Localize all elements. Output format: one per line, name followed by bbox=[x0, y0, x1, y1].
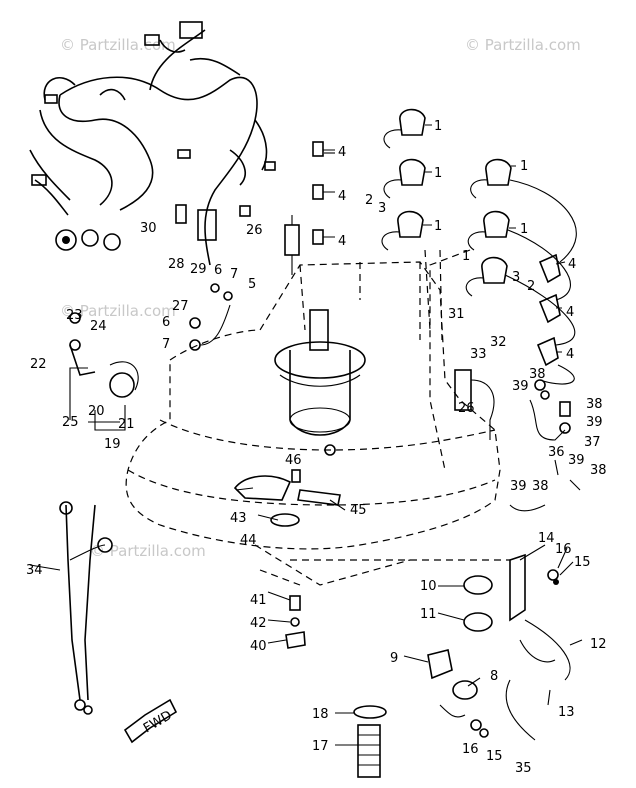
callout-30: 30 bbox=[140, 221, 157, 236]
wire-harness bbox=[29, 21, 276, 266]
callout-24: 24 bbox=[90, 319, 107, 334]
callout-22: 22 bbox=[30, 357, 47, 372]
watermark: © Partzilla.com bbox=[465, 36, 581, 54]
magneto-assembly bbox=[274, 309, 366, 436]
callout-1: 1 bbox=[434, 219, 442, 234]
callout-27: 27 bbox=[172, 299, 189, 314]
callout-39: 39 bbox=[512, 379, 529, 394]
callout-1: 1 bbox=[520, 159, 528, 174]
callout-1: 1 bbox=[434, 119, 442, 134]
cdi-unit bbox=[284, 215, 495, 440]
callout-15: 15 bbox=[486, 749, 503, 764]
stop-switch bbox=[69, 312, 139, 431]
coil bbox=[467, 210, 510, 251]
watermark: © Partzilla.com bbox=[60, 36, 176, 54]
callout-14: 14 bbox=[538, 531, 555, 546]
callout-39: 39 bbox=[510, 479, 527, 494]
callout-44: 44 bbox=[240, 533, 257, 548]
callout-4: 4 bbox=[338, 189, 346, 204]
callout-1: 1 bbox=[434, 166, 442, 181]
spiral-tube bbox=[353, 705, 387, 778]
leader-lines bbox=[29, 124, 583, 746]
electrical-bracket bbox=[290, 553, 571, 741]
callout-42: 42 bbox=[250, 616, 267, 631]
plug-caps bbox=[312, 141, 335, 245]
callout-23: 23 bbox=[66, 308, 83, 323]
callout-39: 39 bbox=[568, 453, 585, 468]
coil bbox=[470, 158, 512, 199]
callout-10: 10 bbox=[420, 579, 437, 594]
callout-6: 6 bbox=[214, 263, 222, 278]
callout-12: 12 bbox=[590, 637, 607, 652]
callout-4: 4 bbox=[338, 145, 346, 160]
coil bbox=[381, 210, 424, 251]
callout-33: 33 bbox=[470, 347, 487, 362]
callout-29: 29 bbox=[190, 262, 207, 277]
callout-9: 9 bbox=[390, 651, 398, 666]
callout-38: 38 bbox=[529, 367, 546, 382]
watermark: © Partzilla.com bbox=[90, 542, 206, 560]
callout-13: 13 bbox=[558, 705, 575, 720]
callout-16: 16 bbox=[555, 542, 572, 557]
callout-15: 15 bbox=[574, 555, 591, 570]
callout-4: 4 bbox=[568, 257, 576, 272]
callout-4: 4 bbox=[566, 347, 574, 362]
callout-4: 4 bbox=[566, 305, 574, 320]
callout-11: 11 bbox=[420, 607, 437, 622]
callout-39: 39 bbox=[586, 415, 603, 430]
battery-cable bbox=[59, 501, 113, 715]
callout-37: 37 bbox=[584, 435, 601, 450]
callout-46: 46 bbox=[285, 453, 302, 468]
callout-19: 19 bbox=[104, 437, 121, 452]
watermark: © Partzilla.com bbox=[60, 302, 176, 320]
callout-20: 20 bbox=[88, 404, 105, 419]
callout-1: 1 bbox=[520, 222, 528, 237]
callout-8: 8 bbox=[490, 669, 498, 684]
callout-17: 17 bbox=[312, 739, 329, 754]
callout-21: 21 bbox=[118, 417, 135, 432]
engine-outline bbox=[125, 261, 501, 586]
callout-40: 40 bbox=[250, 639, 267, 654]
callout-43: 43 bbox=[230, 511, 247, 526]
coil bbox=[383, 158, 426, 199]
callout-41: 41 bbox=[250, 593, 267, 608]
callout-3: 3 bbox=[512, 270, 520, 285]
clamp-parts bbox=[285, 595, 306, 649]
fwd-arrow: FWD bbox=[123, 698, 178, 744]
callout-26: 26 bbox=[246, 223, 263, 238]
ignition-coils bbox=[381, 108, 577, 471]
callout-34: 34 bbox=[26, 563, 43, 578]
callout-5: 5 bbox=[248, 277, 256, 292]
callout-28: 28 bbox=[168, 257, 185, 272]
callout-4: 4 bbox=[338, 234, 346, 249]
callout-labels: 1 1 1 1 1 1 2 2 3 3 4 4 4 4 4 4 5 6 6 7 … bbox=[26, 119, 607, 776]
callout-7: 7 bbox=[230, 267, 238, 282]
callout-38: 38 bbox=[532, 479, 549, 494]
callout-6: 6 bbox=[162, 315, 170, 330]
callout-2: 2 bbox=[365, 193, 373, 208]
callout-16: 16 bbox=[462, 742, 479, 757]
callout-26: 26 bbox=[458, 401, 475, 416]
fwd-label: FWD bbox=[141, 708, 175, 736]
callout-25: 25 bbox=[62, 415, 79, 430]
coil bbox=[465, 256, 508, 297]
callout-1: 1 bbox=[462, 249, 470, 264]
callout-7: 7 bbox=[162, 337, 170, 352]
callout-31: 31 bbox=[448, 307, 465, 322]
callout-3: 3 bbox=[378, 201, 386, 216]
callout-36: 36 bbox=[548, 445, 565, 460]
callout-38: 38 bbox=[590, 463, 607, 478]
callout-45: 45 bbox=[350, 503, 367, 518]
bolts bbox=[189, 283, 233, 351]
callout-18: 18 bbox=[312, 707, 329, 722]
callout-35: 35 bbox=[515, 761, 532, 776]
callout-32: 32 bbox=[490, 335, 507, 350]
coil bbox=[383, 108, 426, 149]
callout-2: 2 bbox=[527, 279, 535, 294]
callout-38: 38 bbox=[586, 397, 603, 412]
ground-lead bbox=[509, 379, 581, 512]
